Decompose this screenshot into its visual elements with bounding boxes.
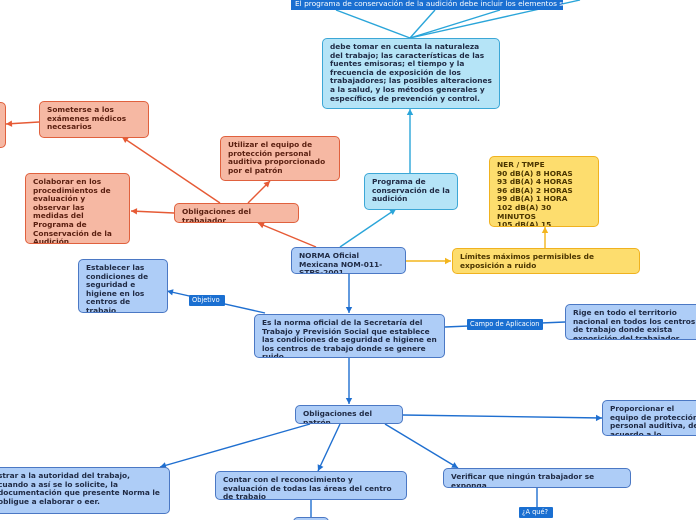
node-recognition-evaluation[interactable]: Contar con el reconocimiento y evaluació… [215,471,407,500]
label-to-what: ¿A qué? [519,507,553,518]
arrowhead-icon [6,120,13,127]
connector-line [130,210,175,214]
connector-line [121,136,221,204]
connector-line [409,9,436,39]
arrowhead-icon [345,307,353,313]
node-national-scope[interactable]: Rige en todo el territorio nacional en t… [565,304,696,340]
arrowhead-icon [317,464,324,471]
arrowhead-icon [131,208,138,215]
node-program-elements-banner[interactable]: El programa de conservación de la audici… [291,0,563,10]
arrowhead-icon [258,222,265,229]
node-provide-ppe[interactable]: Proporcionar el equipo de protección per… [602,400,696,436]
arrowhead-icon [345,398,353,404]
node-worker-obligations[interactable]: Obligaciones del trabajador [174,203,299,223]
connector-line [409,9,501,39]
label-objective: Objetivo [189,295,225,306]
connector-line [384,423,459,469]
connector-line [159,423,311,468]
node-use-ppe[interactable]: Utilizar el equipo de protección persona… [220,136,340,181]
node-nom-011-stps-2001[interactable]: NORMA Oficial Mexicana NOM-011-STPS-2001… [291,247,406,274]
node-considerations[interactable]: debe tomar en cuenta la naturaleza del t… [322,38,500,109]
connector-line [317,423,341,472]
node-norm-definition[interactable]: Es la norma oficial de la Secretaría del… [254,314,445,358]
arrowhead-icon [389,209,396,216]
arrowhead-icon [451,462,458,468]
node-offscreen-left[interactable] [0,102,6,148]
arrowhead-icon [406,109,414,115]
connector-line [257,222,317,248]
node-show-authority-documents[interactable]: strar a la autoridad del trabajo, cuando… [0,467,170,514]
node-verify-no-exposure[interactable]: Verificar que ningún trabajador se expon… [443,468,631,488]
node-exposure-limits-table[interactable]: NER / TMPE 90 dB(A) 8 HORAS 93 dB(A) 4 H… [489,156,599,227]
connector-line [335,9,411,39]
connector-line [402,414,603,419]
node-medical-exams[interactable]: Someterse a los exámenes médicos necesar… [39,101,149,138]
node-max-exposure-limits[interactable]: Límites máximos permisibles de exposició… [452,248,640,274]
node-collaborate-procedures[interactable]: Colaborar en los procedimientos de evalu… [25,173,130,244]
arrowhead-icon [122,137,129,144]
node-establish-conditions[interactable]: Establecer las condiciones de seguridad … [78,259,168,313]
arrowhead-icon [263,181,270,188]
node-employer-obligations[interactable]: Obligaciones del patrón [295,405,403,424]
connector-line [339,208,397,248]
node-hearing-conservation-program[interactable]: Programa de conservación de la audición [364,173,458,210]
arrowhead-icon [167,289,174,296]
arrowhead-icon [541,227,549,233]
arrowhead-icon [160,462,167,469]
arrowhead-icon [595,414,602,422]
label-scope-of-application: Campo de Aplicacion [467,319,543,330]
arrowhead-icon [445,257,451,265]
